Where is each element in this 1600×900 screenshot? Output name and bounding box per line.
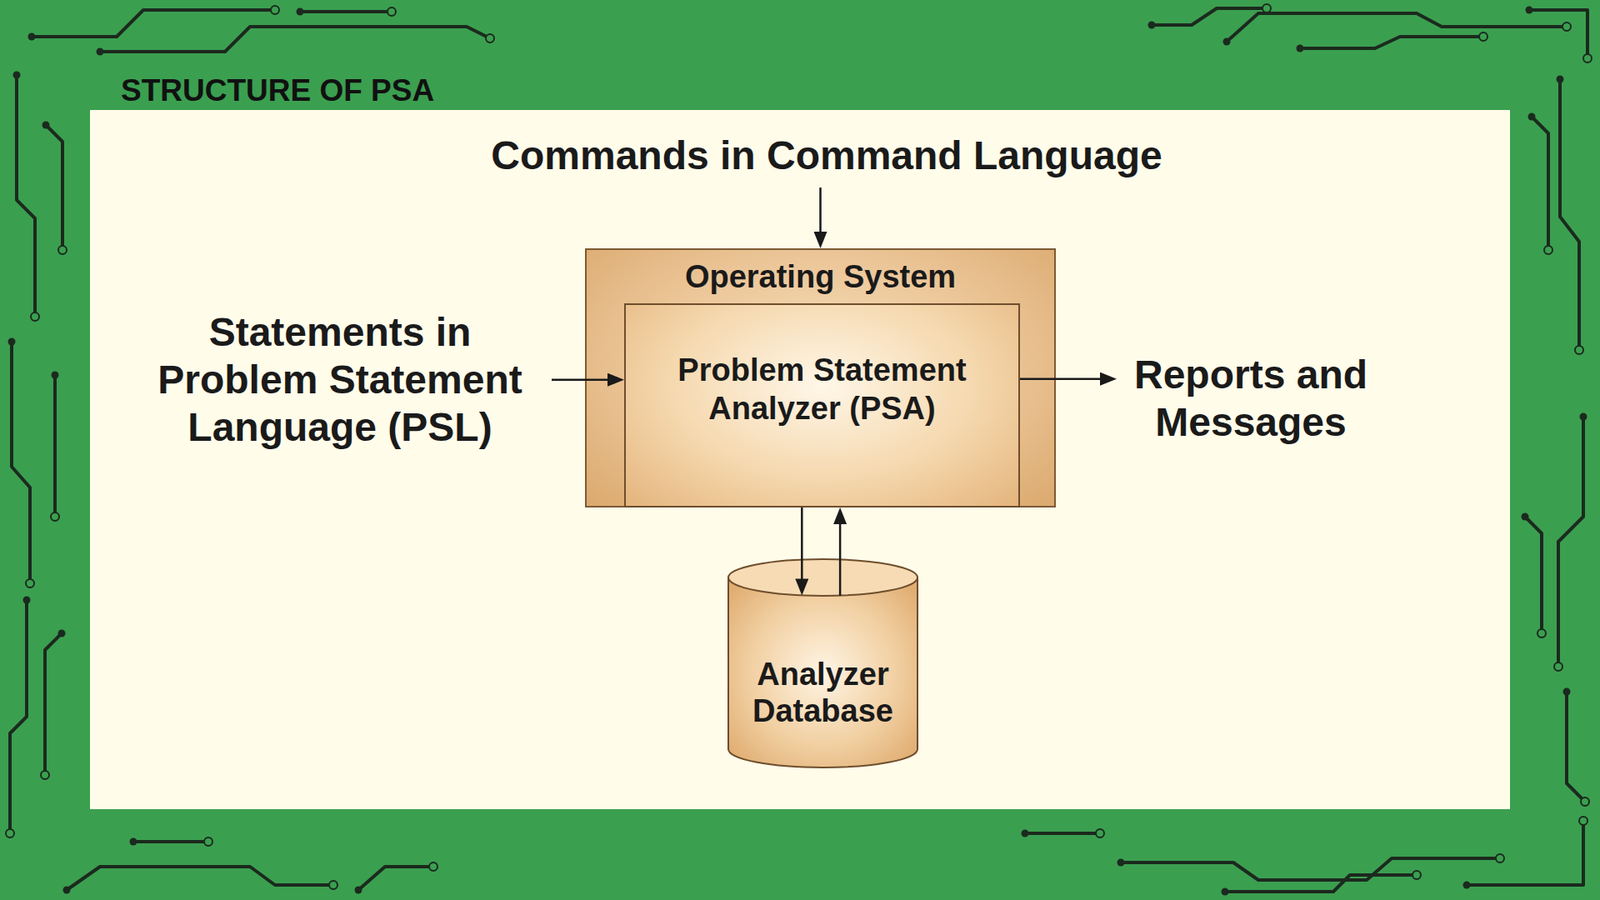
input-label: Statements in Problem Statement Language… <box>140 308 540 451</box>
flow-arrow <box>1020 377 1107 380</box>
input-label: Commands in Command Language <box>460 131 1194 180</box>
circuit-traces <box>10 8 1588 892</box>
node-text: Operating System <box>685 258 956 297</box>
flow-arrow <box>819 187 822 239</box>
node-text: Problem Statement Analyzer (PSA) <box>642 351 1002 429</box>
flow-arrow <box>551 378 615 381</box>
database-cylinder: Analyzer Database <box>727 559 919 768</box>
node-text: Commands in Command Language <box>460 131 1194 180</box>
slide-title: STRUCTURE OF PSA <box>120 72 435 110</box>
flow-arrow <box>800 507 804 585</box>
cylinder-top <box>728 559 918 596</box>
process-box: Problem Statement Analyzer (PSA) <box>624 303 1020 508</box>
content-panel <box>90 110 1510 810</box>
system-box: Operating SystemProblem Statement Analyz… <box>585 248 1056 508</box>
output-label: Reports and Messages <box>1121 350 1380 446</box>
flow-arrow <box>839 517 842 596</box>
title-holder: STRUCTURE OF PSA <box>120 72 435 110</box>
node-text: Statements in Problem Statement Language… <box>140 308 540 451</box>
cylinder-body <box>728 577 918 768</box>
node-text: Analyzer Database <box>737 655 909 730</box>
node-text: Reports and Messages <box>1121 350 1380 446</box>
